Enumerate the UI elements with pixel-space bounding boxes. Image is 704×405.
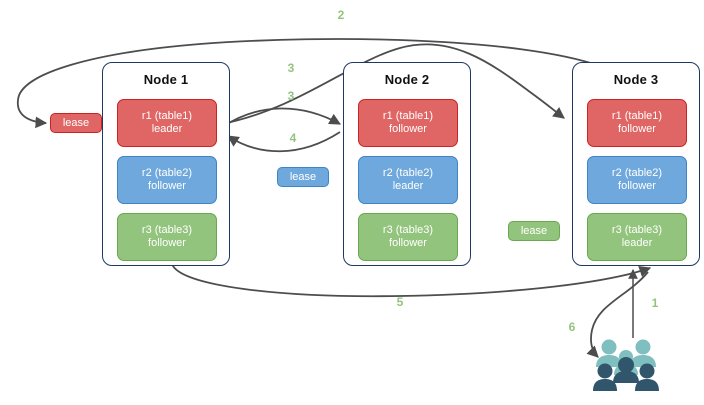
lease-badge-green[interactable]: lease (508, 221, 560, 241)
replica-r2[interactable]: r2 (table2) leader (358, 156, 458, 204)
edge-label-step-3b: 3 (287, 89, 295, 103)
replica-name: r2 (table2) (141, 166, 193, 179)
replica-name: r1 (table1) (382, 109, 434, 122)
replica-role: follower (148, 237, 186, 249)
replica-name: r1 (table1) (611, 109, 663, 122)
lease-label: lease (520, 225, 548, 237)
replica-name: r2 (table2) (382, 166, 434, 179)
replica-r2[interactable]: r2 (table2) follower (587, 156, 687, 204)
replica-name: r3 (table3) (141, 223, 193, 236)
edge-label-step-2: 2 (337, 8, 345, 22)
edge-label-step-4: 4 (289, 131, 297, 145)
replica-name: r3 (table3) (382, 223, 434, 236)
replica-role: leader (392, 180, 424, 192)
node-title: Node 3 (613, 72, 659, 87)
node-title: Node 1 (143, 72, 189, 87)
node-node2[interactable]: Node 2 r1 (table1) follower r2 (table2) … (343, 62, 471, 266)
lease-badge-blue[interactable]: lease (277, 167, 329, 187)
edge-label-step-3a: 3 (287, 61, 295, 75)
replica-role: follower (148, 180, 186, 192)
replica-role: leader (621, 237, 653, 249)
lease-label: lease (289, 171, 317, 183)
users-icon (593, 339, 659, 391)
replica-name: r2 (table2) (611, 166, 663, 179)
replica-r1[interactable]: r1 (table1) follower (587, 99, 687, 147)
edge-label-step-6: 6 (568, 320, 576, 334)
replica-role: follower (618, 123, 656, 135)
node-node3[interactable]: Node 3 r1 (table1) follower r2 (table2) … (572, 62, 700, 266)
node-title: Node 2 (384, 72, 430, 87)
edge-step-3-inner (223, 107, 342, 127)
replica-r3[interactable]: r3 (table3) follower (117, 213, 217, 261)
replica-r3[interactable]: r3 (table3) leader (587, 213, 687, 261)
lease-label: lease (62, 117, 90, 129)
replica-role: follower (389, 123, 427, 135)
replica-r1[interactable]: r1 (table1) follower (358, 99, 458, 147)
edge-label-step-1: 1 (651, 296, 659, 310)
edge-step-5 (171, 263, 652, 298)
edge-label-step-5: 5 (396, 295, 404, 309)
replica-role: follower (389, 237, 427, 249)
replica-r2[interactable]: r2 (table2) follower (117, 156, 217, 204)
lease-badge-red[interactable]: lease (50, 113, 102, 133)
replica-name: r3 (table3) (611, 223, 663, 236)
replica-r3[interactable]: r3 (table3) follower (358, 213, 458, 261)
node-node1[interactable]: Node 1 r1 (table1) leader r2 (table2) fo… (102, 62, 230, 266)
replica-r1[interactable]: r1 (table1) leader (117, 99, 217, 147)
replica-name: r1 (table1) (141, 109, 193, 122)
replica-role: follower (618, 180, 656, 192)
replica-role: leader (151, 123, 183, 135)
